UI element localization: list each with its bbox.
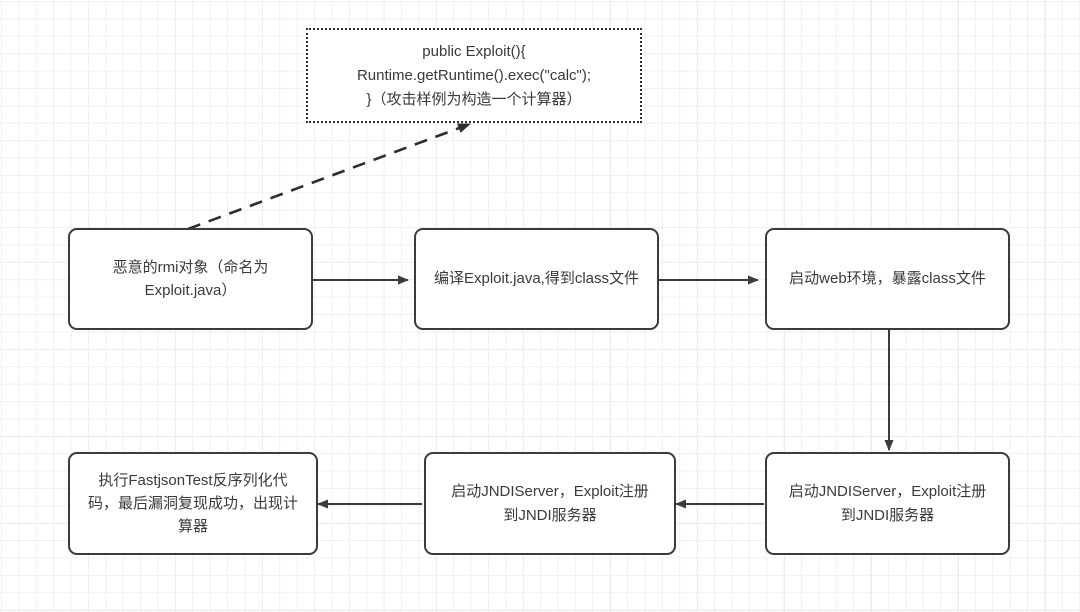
node-run-fastjson-test-label: 执行FastjsonTest反序列化代 码，最后漏洞复现成功，出现计 算器 (87, 471, 298, 536)
node-compile-exploit[interactable]: 编译Exploit.java,得到class文件 (414, 228, 659, 330)
node-compile-exploit-label: 编译Exploit.java,得到class文件 (433, 270, 640, 288)
node-start-jndi-server-right-label: 启动JNDIServer，Exploit注册 到JNDI服务器 (788, 483, 987, 524)
exploit-code-note-text: public Exploit(){ Runtime.getRuntime().e… (356, 42, 592, 108)
node-start-jndi-server-right[interactable]: 启动JNDIServer，Exploit注册 到JNDI服务器 (765, 452, 1010, 555)
node-start-jndi-server-middle[interactable]: 启动JNDIServer，Exploit注册 到JNDI服务器 (424, 452, 676, 555)
node-malicious-rmi-object-label: 恶意的rmi对象（命名为 Exploit.java） (112, 258, 269, 299)
node-start-web-server-label: 启动web环境，暴露class文件 (789, 270, 986, 288)
node-start-jndi-server-middle-label: 启动JNDIServer，Exploit注册 到JNDI服务器 (451, 483, 649, 524)
edge-note-to-rmi (187, 122, 471, 231)
node-malicious-rmi-object[interactable]: 恶意的rmi对象（命名为 Exploit.java） (68, 228, 313, 330)
exploit-code-note: public Exploit(){ Runtime.getRuntime().e… (306, 28, 642, 123)
node-start-web-server[interactable]: 启动web环境，暴露class文件 (765, 228, 1010, 330)
node-run-fastjson-test[interactable]: 执行FastjsonTest反序列化代 码，最后漏洞复现成功，出现计 算器 (68, 452, 318, 555)
